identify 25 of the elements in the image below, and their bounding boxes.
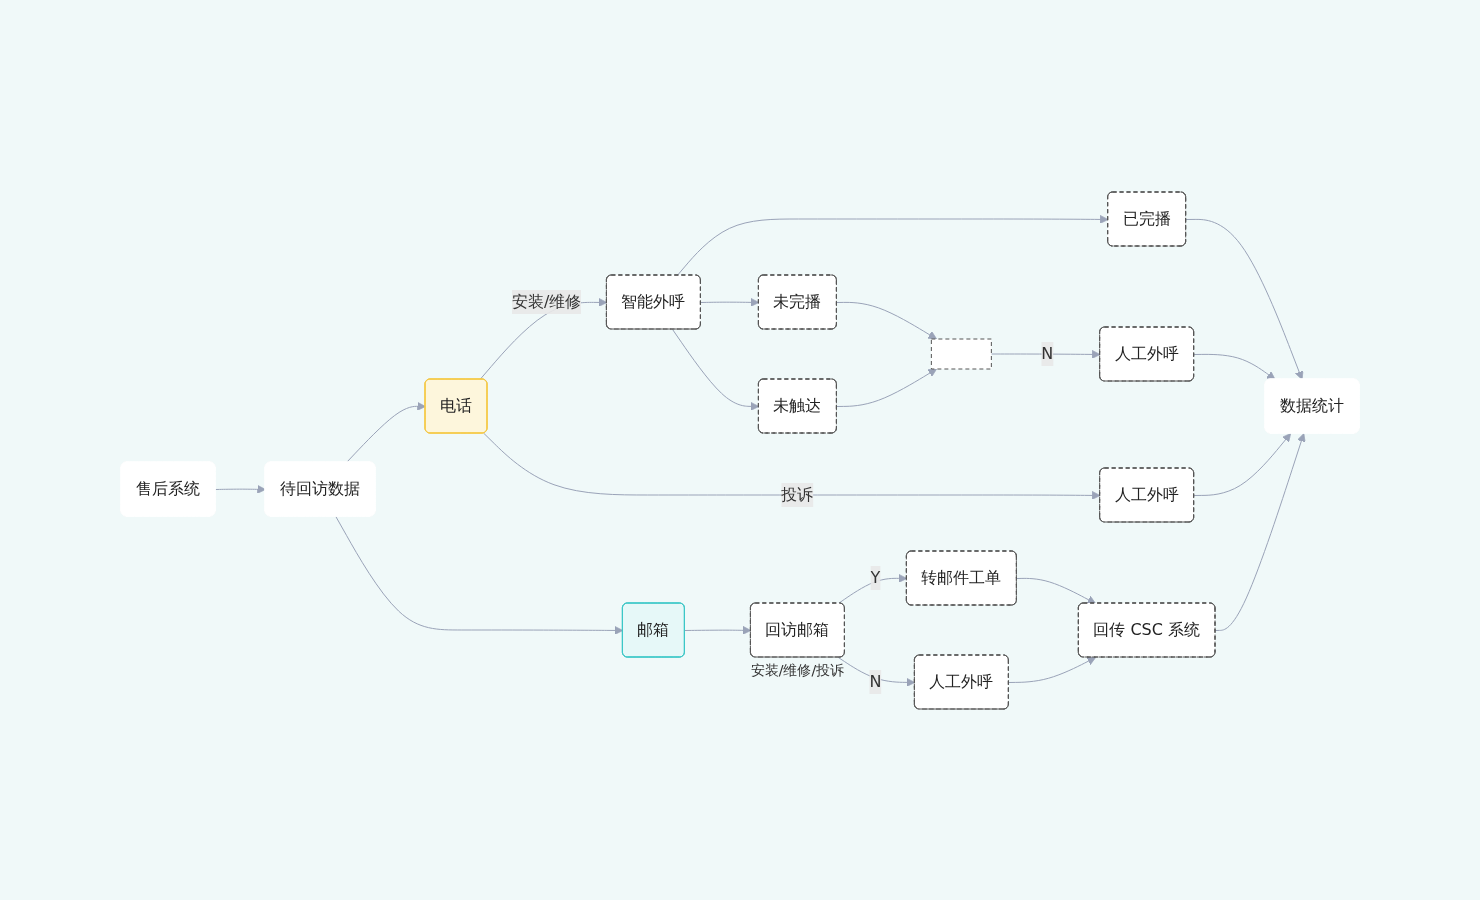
arrow	[215, 484, 266, 494]
arrow	[483, 432, 1101, 500]
arrow	[684, 625, 752, 635]
arrow	[1193, 432, 1292, 496]
arrow	[837, 656, 916, 687]
node-box	[930, 338, 992, 369]
arrow	[990, 349, 1101, 359]
arrow	[346, 401, 426, 463]
edge-label: N	[869, 671, 882, 691]
arrow	[1185, 218, 1304, 380]
arrow	[700, 297, 760, 307]
arrow	[676, 214, 1109, 276]
edge-label: N	[1041, 343, 1054, 363]
arrow	[1215, 432, 1306, 631]
edge-label: 投诉	[781, 484, 814, 504]
arrow	[1008, 656, 1096, 683]
edge-label: Y	[870, 567, 881, 587]
node-label: 安装/维修/投诉	[750, 661, 845, 678]
arrow	[836, 368, 937, 407]
arrow	[1016, 577, 1096, 604]
arrow	[1193, 353, 1276, 380]
arrow	[335, 515, 624, 635]
edge-label: 安装/维修	[512, 291, 582, 311]
arrow	[672, 328, 760, 411]
arrow	[836, 301, 937, 339]
